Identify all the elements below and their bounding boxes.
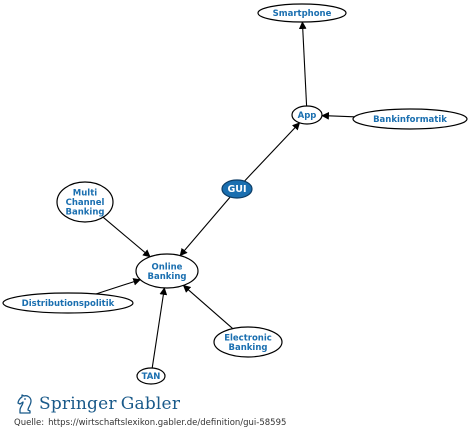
node-tan[interactable]: TAN [136, 367, 166, 385]
source-label: Quelle: [14, 418, 45, 428]
edge-tan-to-online [151, 287, 168, 369]
node-gui-label: GUI [227, 184, 246, 195]
node-electronic-label: Banking [229, 343, 268, 353]
node-electronic-shape [213, 326, 283, 358]
edge-bankinformatik-to-app [321, 112, 355, 120]
source-url[interactable]: https://wirtschaftslexikon.gabler.de/def… [48, 418, 287, 428]
node-distributionspolitik-label: Distributionspolitik [22, 299, 115, 309]
node-tan-shape [136, 367, 166, 385]
node-online-shape [135, 253, 199, 289]
node-multichannel-label: Banking [66, 208, 105, 218]
node-electronic-label: Electronic [224, 333, 272, 343]
edge-gui-to-online [179, 196, 231, 257]
node-multichannel-label: Multi [73, 189, 97, 199]
node-gui[interactable]: GUI [221, 179, 253, 199]
source-line: Quelle:https://wirtschaftslexikon.gabler… [14, 418, 286, 428]
node-gui-shape [221, 179, 253, 199]
edges [95, 21, 355, 369]
node-app-shape [291, 105, 323, 125]
node-smartphone[interactable]: Smartphone [257, 3, 347, 23]
node-multichannel-shape [56, 181, 114, 223]
node-tan-label: TAN [142, 372, 161, 382]
node-online-label: Online [152, 262, 183, 272]
node-distributionspolitik[interactable]: Distributionspolitik [2, 292, 134, 314]
edge-app-to-smartphone [298, 21, 308, 107]
chess-knight-icon [17, 394, 32, 414]
node-bankinformatik[interactable]: Bankinformatik [352, 108, 468, 130]
node-smartphone-label: Smartphone [273, 9, 332, 19]
edge-multichannel-to-online [102, 216, 151, 258]
brand-first: Springer [39, 394, 117, 414]
node-app[interactable]: App [291, 105, 323, 125]
edge-distributionspolitik-to-online [95, 278, 142, 295]
node-smartphone-shape [257, 3, 347, 23]
node-app-label: App [298, 111, 317, 121]
brand-second: Gabler [120, 394, 181, 414]
node-bankinformatik-label: Bankinformatik [373, 115, 447, 125]
node-online-label: Banking [148, 272, 187, 282]
node-bankinformatik-shape [352, 108, 468, 130]
node-distributionspolitik-shape [2, 292, 134, 314]
edge-gui-to-app [244, 122, 301, 182]
node-multichannel-label: Channel [66, 198, 105, 208]
edge-electronic-to-online [182, 284, 234, 330]
